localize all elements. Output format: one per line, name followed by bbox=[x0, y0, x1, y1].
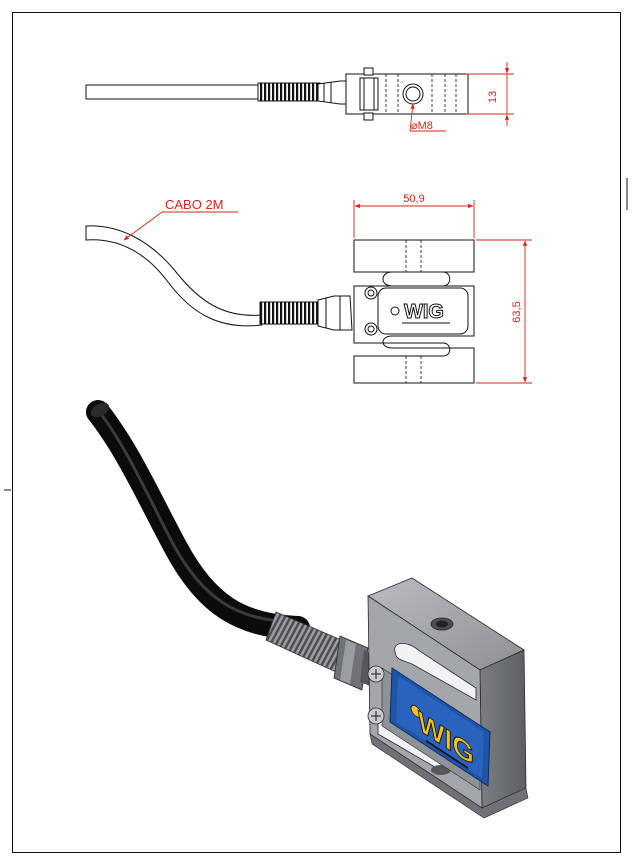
cable-length-label: CABO 2M bbox=[165, 197, 224, 212]
dim-thickness-label: 13 bbox=[487, 91, 499, 103]
top-view: 13 ⌀M8 bbox=[85, 62, 514, 132]
front-view-screw-top bbox=[364, 286, 378, 300]
dim-height-label: 63,5 bbox=[511, 301, 523, 322]
front-view-logo-text: WIG bbox=[404, 301, 444, 323]
front-view-nut bbox=[317, 295, 353, 331]
top-view-screw-head-top bbox=[363, 67, 374, 76]
iso-bottom-edge bbox=[369, 733, 529, 819]
sheet-border bbox=[12, 12, 621, 853]
iso-cable-end bbox=[90, 402, 110, 418]
front-view-logo: WIG bbox=[390, 301, 450, 324]
dim-width-label: 50,9 bbox=[403, 193, 424, 205]
front-view-screw-bottom bbox=[364, 322, 378, 336]
iso-cable bbox=[86, 400, 310, 640]
iso-upper-slot bbox=[394, 643, 477, 701]
dim-thread-label: ⌀M8 bbox=[411, 120, 433, 132]
isometric-view: WIG bbox=[86, 400, 529, 819]
top-view-threaded-sleeve bbox=[257, 82, 321, 102]
top-view-nut bbox=[317, 80, 349, 105]
front-view: WIG 50,9 63,5 CABO 2M bbox=[85, 193, 532, 384]
front-view-cable bbox=[85, 225, 263, 327]
top-view-cable bbox=[85, 84, 261, 100]
front-view-threaded-sleeve bbox=[259, 301, 321, 325]
top-view-screw-head-bottom bbox=[363, 112, 374, 121]
